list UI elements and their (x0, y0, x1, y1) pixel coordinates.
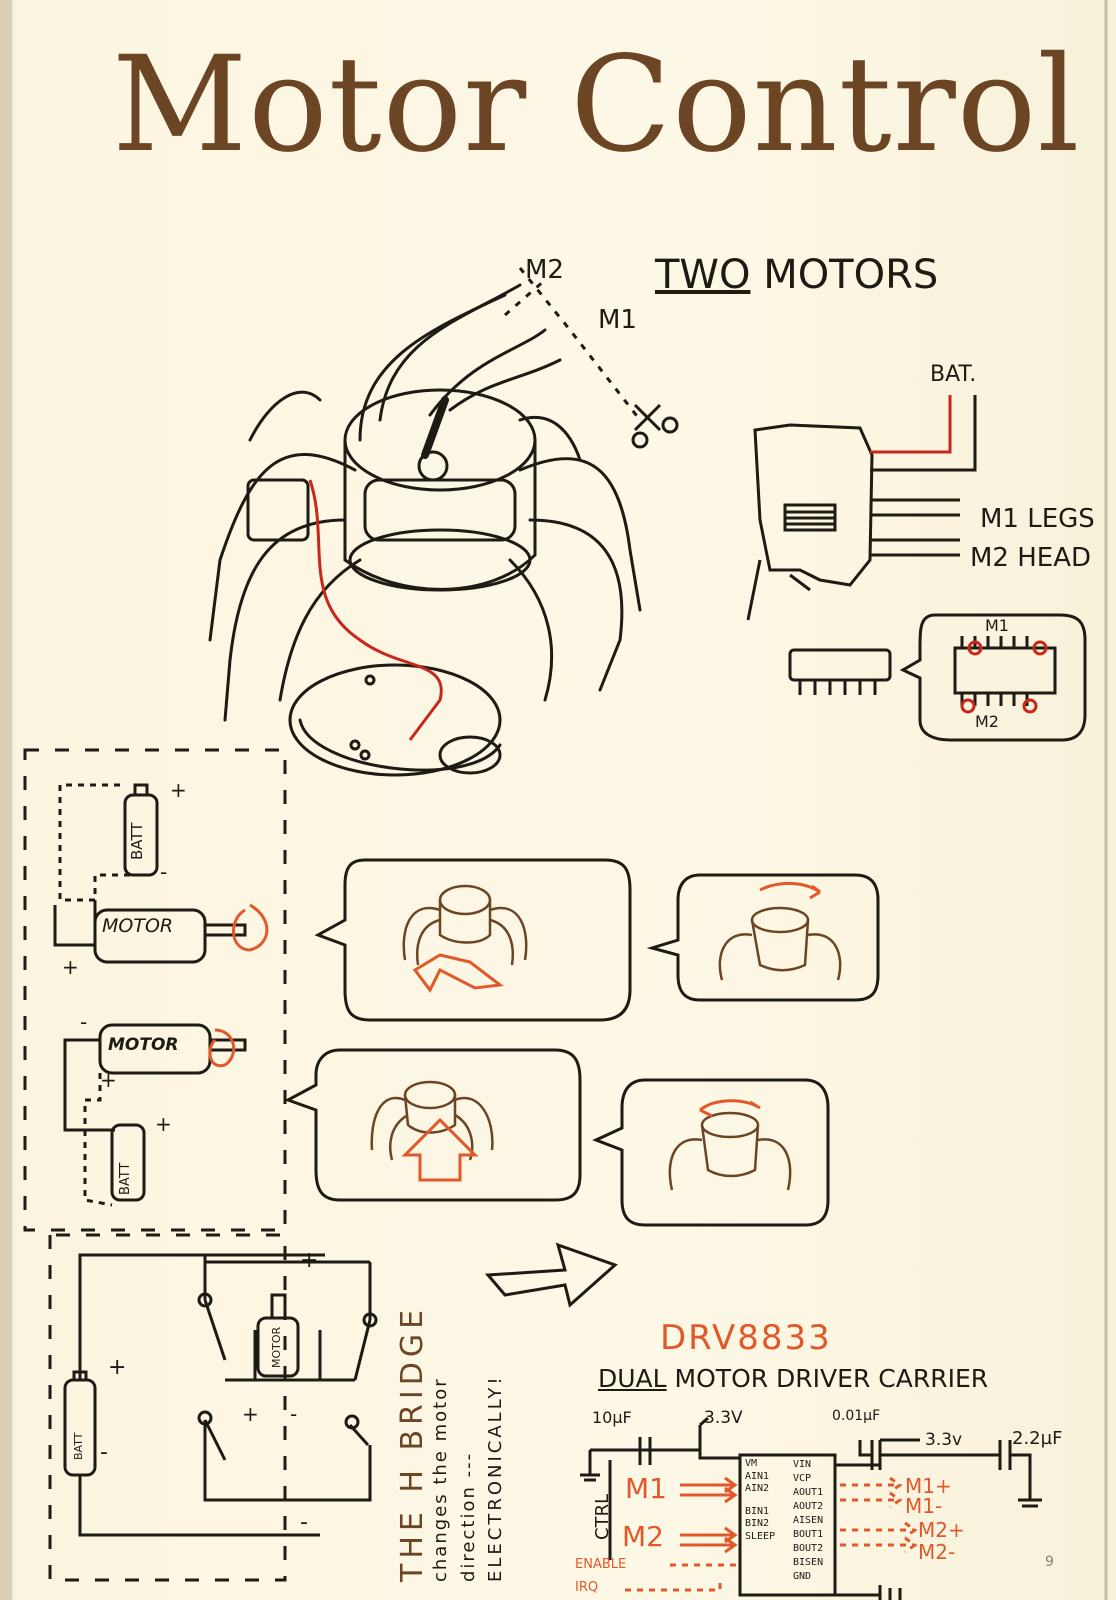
h-bridge-plus: + (300, 1248, 318, 1273)
wire-label-m2: M2 (525, 255, 564, 285)
rotation-arrow-cw (234, 905, 267, 950)
h-bridge-caption-line3: direction --- (458, 1452, 479, 1582)
plus-sign-2: + (62, 955, 79, 979)
h-bridge-batt-plus: + (108, 1355, 126, 1380)
bubble-turn-right (652, 875, 878, 1000)
pin-vin: VIN (793, 1458, 823, 1472)
chip-label-m2: M2 (975, 712, 999, 731)
h-bridge-battery-label: BATT (72, 1433, 85, 1460)
pin-aisen: AISEN (793, 1514, 823, 1528)
two-motors-heading: TWO MOTORS (655, 252, 938, 298)
chip-sketch (790, 650, 890, 695)
chip-label-m1: M1 (985, 616, 1009, 635)
plus-sign-1: + (170, 778, 187, 802)
bubble-turn-left (596, 1080, 828, 1225)
drv-subtitle-underlined: DUAL (598, 1364, 667, 1393)
out-m2-plus: M2+ (918, 1518, 965, 1542)
m1-legs-label: M1 LEGS (980, 504, 1095, 534)
bubble-forward (318, 860, 630, 1020)
pin-sleep: SLEEP (745, 1531, 775, 1544)
h-bridge-caption-line2: changes the motor (430, 1377, 451, 1582)
enable-label: ENABLE (575, 1557, 626, 1572)
out-m2-minus: M2- (918, 1540, 955, 1564)
plus-sign-3: + (100, 1068, 117, 1092)
motor-minus-terminal: - (290, 1402, 297, 1426)
h-bridge-circuit (65, 1255, 376, 1535)
m2-input-label: M2 (622, 1520, 664, 1553)
pin-bout2: BOUT2 (793, 1542, 823, 1556)
vcc-label-2: 3.3v (925, 1430, 962, 1450)
pin-bin2: BIN2 (745, 1518, 775, 1531)
pin-aout2: AOUT2 (793, 1500, 823, 1514)
pin-ain1: AIN1 (745, 1471, 775, 1484)
drv-subtitle: DUAL MOTOR DRIVER CARRIER (598, 1364, 988, 1393)
flow-arrow (488, 1245, 615, 1305)
plus-sign-4: + (155, 1112, 172, 1136)
cap-001uf-label: 0.01µF (832, 1408, 880, 1424)
motor-top-label: MOTOR (102, 915, 173, 937)
ctrl-label: CTRL (592, 1494, 613, 1540)
motor-bottom-label: MOTOR (108, 1035, 179, 1055)
m2-head-label: M2 HEAD (970, 543, 1091, 573)
pin-gnd: GND (793, 1570, 823, 1584)
spider-robot-illustration (210, 285, 640, 775)
out-m1-minus: M1- (905, 1494, 942, 1518)
m1-input-label: M1 (625, 1472, 667, 1505)
pin-list-right: VIN VCP AOUT1 AOUT2 AISEN BOUT1 BOUT2 BI… (793, 1458, 823, 1584)
minus-sign-2: - (80, 1010, 87, 1034)
motor-board-diagram (748, 395, 975, 620)
h-bridge-minus: - (300, 1510, 308, 1535)
wire-label-m1: M1 (598, 305, 637, 335)
pin-vcp: VCP (793, 1472, 823, 1486)
red-battery-wire-board (870, 395, 950, 452)
battery-label: BAT. (930, 362, 976, 387)
minus-sign-1: - (160, 860, 167, 884)
rotation-arrow-ccw (210, 1030, 234, 1066)
battery-top-label: BATT (128, 823, 146, 860)
pin-aout1: AOUT1 (793, 1486, 823, 1500)
motor-plus-terminal: + (242, 1402, 259, 1426)
page-number: 9 (1045, 1554, 1054, 1570)
two-motors-underlined: TWO (655, 252, 750, 298)
h-bridge-batt-minus: - (100, 1440, 108, 1465)
cap-10uf-label: 10µF (592, 1408, 632, 1427)
battery-bottom-label: BATT (118, 1163, 133, 1195)
vcc-label-1: 3.3V (704, 1408, 743, 1428)
h-bridge-caption-title: THE H BRIDGE (395, 1305, 430, 1582)
scissors-icon (633, 405, 677, 447)
pin-bout1: BOUT1 (793, 1528, 823, 1542)
cap-2-2uf-label: 2.2µF (1012, 1428, 1062, 1449)
pin-bisen: BISEN (793, 1556, 823, 1570)
cut-line (520, 268, 640, 420)
pin-ain2: AIN2 (745, 1483, 775, 1496)
drv-part-number: DRV8833 (660, 1318, 832, 1358)
h-bridge-motor-label: MOTOR (270, 1327, 283, 1368)
pin-bin1: BIN1 (745, 1506, 775, 1519)
pin-vm: VM (745, 1458, 775, 1471)
two-motors-rest: MOTORS (763, 252, 938, 298)
h-bridge-caption-line4: ELECTRONICALLY! (485, 1374, 506, 1582)
circuit-dashed-frame (25, 750, 285, 1230)
red-battery-wire (310, 480, 441, 740)
pin-list-left: VM AIN1 AIN2 BIN1 BIN2 SLEEP (745, 1458, 775, 1543)
drv-subtitle-rest: MOTOR DRIVER CARRIER (675, 1364, 989, 1393)
irq-label: IRQ (575, 1580, 598, 1595)
